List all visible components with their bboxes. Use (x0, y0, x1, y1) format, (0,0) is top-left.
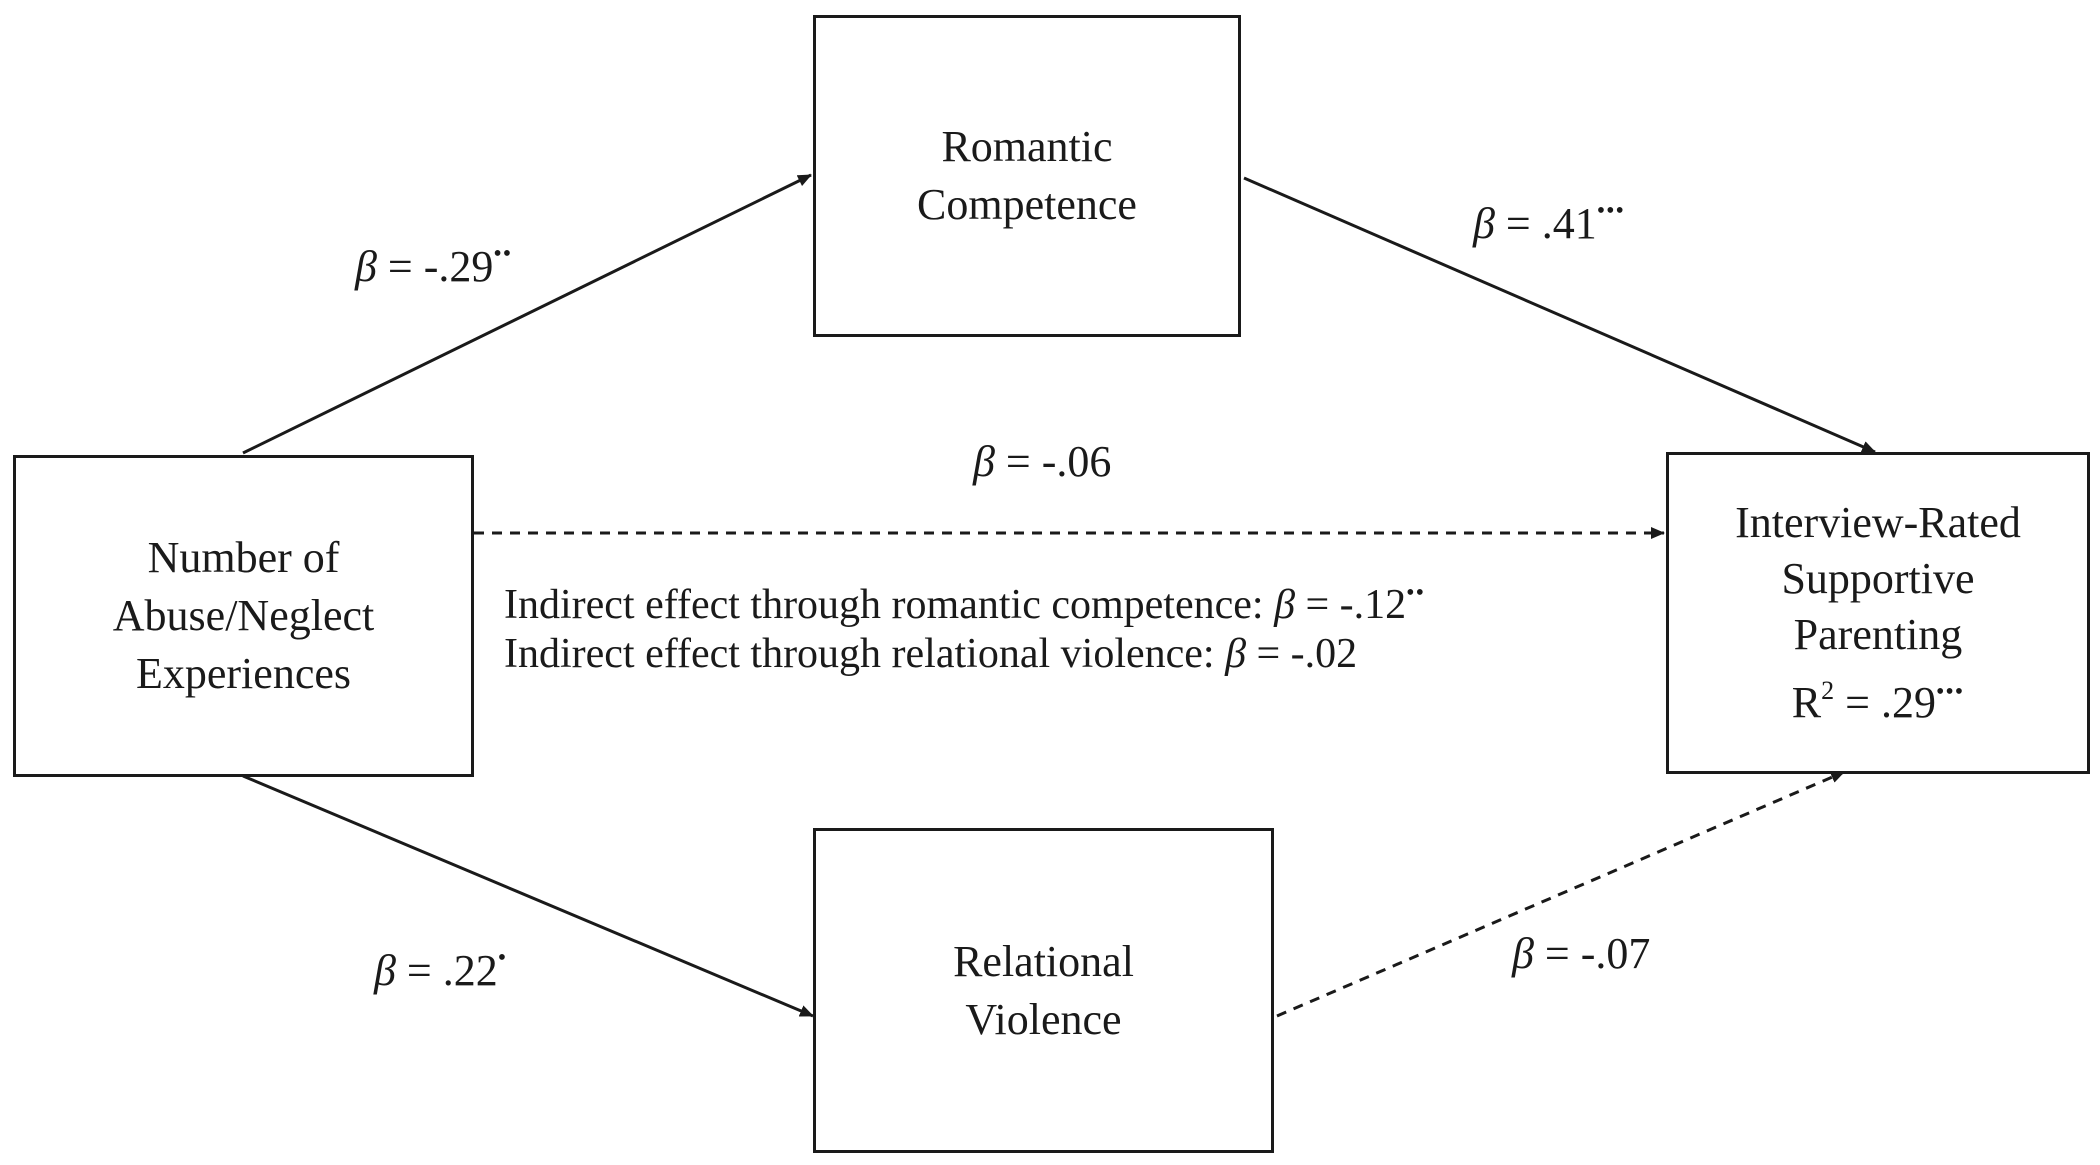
arrow-romantic-competence-to-parenting (1243, 176, 1876, 454)
coef-b2-value: = -.07 (1533, 929, 1651, 978)
coef-a2-value: = .22 (395, 946, 498, 995)
indirect-effect-violence: Indirect effect through relational viole… (504, 628, 1357, 680)
coef-direct-value: = -.06 (994, 437, 1112, 486)
node-parenting-line-2: Supportive (1781, 554, 1975, 603)
r-squared-exponent: 2 (1821, 676, 1835, 705)
beta-symbol: β (1225, 631, 1246, 677)
beta-symbol: β (355, 242, 377, 291)
node-parenting-line-1: Interview-Rated (1735, 498, 2021, 547)
r-squared-significance: ••• (1935, 679, 1965, 705)
arrow-relational-violence-to-parenting-dashed (1276, 770, 1845, 1018)
indirect-effect-romantic-significance: •• (1406, 580, 1425, 606)
r-squared-value: = .29 (1834, 678, 1936, 727)
coef-b1-significance: ••• (1596, 198, 1625, 224)
coef-b1: β = .41••• (1473, 185, 1625, 250)
coef-a2: β = .22• (374, 932, 507, 997)
node-relational-violence-line-2: Violence (965, 994, 1122, 1044)
coef-direct: β = -.06 (973, 436, 1111, 488)
r-squared: R2 = .29••• (1792, 663, 1964, 731)
indirect-effect-romantic: Indirect effect through romantic compete… (504, 567, 1425, 631)
node-predictor: Number of Abuse/Neglect Experiences (13, 455, 474, 777)
beta-symbol: β (973, 437, 995, 486)
r-squared-prefix: R (1791, 678, 1822, 727)
coef-a2-significance: • (497, 945, 508, 971)
node-parenting-line-3: Parenting (1793, 610, 1963, 659)
node-parenting-outcome: Interview-Rated Supportive Parenting R2 … (1666, 452, 2090, 774)
arrow-predictor-to-romantic-competence (242, 173, 812, 455)
beta-symbol: β (1473, 199, 1495, 248)
node-predictor-line-1: Number of (147, 533, 340, 582)
beta-symbol: β (374, 946, 396, 995)
coef-b2: β = -.07 (1512, 928, 1650, 980)
indirect-effect-violence-value: = -.02 (1246, 631, 1358, 677)
node-relational-violence: Relational Violence (813, 828, 1274, 1153)
node-romantic-competence-line-1: Romantic (941, 122, 1113, 171)
node-predictor-line-3: Experiences (136, 649, 351, 698)
coef-b1-value: = .41 (1494, 199, 1597, 248)
coef-a1: β = -.29•• (355, 228, 512, 293)
node-romantic-competence: Romantic Competence (813, 15, 1241, 337)
node-relational-violence-line-1: Relational (953, 936, 1134, 986)
beta-symbol: β (1274, 582, 1295, 628)
arrow-predictor-to-relational-violence (242, 774, 814, 1018)
node-romantic-competence-line-2: Competence (917, 180, 1137, 229)
indirect-effect-violence-text: Indirect effect through relational viole… (504, 631, 1226, 677)
coef-a1-value: = -.29 (376, 242, 494, 291)
node-predictor-line-2: Abuse/Neglect (112, 591, 375, 640)
indirect-effect-romantic-text: Indirect effect through romantic compete… (504, 582, 1275, 628)
beta-symbol: β (1512, 929, 1534, 978)
coef-a1-significance: •• (493, 241, 513, 267)
indirect-effect-romantic-value: = -.12 (1294, 582, 1407, 628)
